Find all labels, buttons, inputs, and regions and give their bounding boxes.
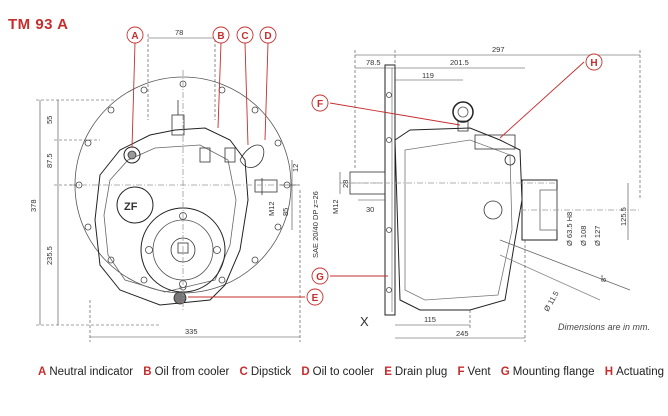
legend-label: Oil to cooler [312, 366, 374, 378]
dim-55: 55 [45, 116, 54, 124]
callout-a [126, 26, 144, 44]
callout-letter-d: D [264, 31, 271, 42]
dim-sae-spline: SAE 20/40 DP z=26 [311, 191, 320, 258]
units-note: Dimensions are in mm. [558, 322, 651, 332]
callout-letter-c: C [241, 31, 248, 42]
dim-30: 30 [366, 205, 374, 214]
callout-f [311, 94, 329, 112]
dim-85: 85 [281, 208, 290, 216]
legend-label: Neutral indicator [49, 366, 134, 378]
legend-label: Vent [467, 366, 491, 378]
svg-text:ZF: ZF [124, 201, 138, 213]
callout-d [259, 26, 277, 44]
front-view: ZF [70, 70, 300, 310]
dim-119: 119 [422, 71, 434, 80]
front-view-dimensions [36, 34, 301, 342]
legend-letter: F [457, 366, 465, 378]
dim-245: 245 [456, 329, 469, 338]
legend-letter: C [239, 366, 248, 378]
dim-108: Ø 108 [579, 226, 588, 246]
callout-g [311, 267, 329, 285]
side-view-dimension-labels: 297 78.5 201.5 119 M12 28 30 SAE 20/40 D… [311, 45, 628, 338]
callout-h [585, 53, 603, 71]
dim-m12-left: M12 [267, 201, 276, 216]
x-mark: X [360, 314, 369, 329]
callout-letter-b: B [217, 31, 224, 42]
legend-label: Oil from cooler [154, 366, 230, 378]
legend-label: Dipstick [250, 366, 292, 378]
front-view-dimension-labels: 78 55 87.5 378 235.5 12 85 M12 335 [29, 28, 300, 336]
legend-letter: G [500, 366, 510, 378]
dim-115: 115 [424, 315, 436, 324]
dim-78-5: 78.5 [366, 58, 381, 67]
legend-letter: A [38, 366, 47, 378]
side-view [340, 64, 640, 316]
callout-letter-h: H [590, 58, 597, 69]
dim-201-5: 201.5 [450, 58, 469, 67]
callout-b [212, 26, 230, 44]
dim-378: 378 [29, 199, 38, 212]
dim-8-deg: 8° [599, 275, 608, 282]
legend-label: Mounting flange [512, 366, 595, 378]
dim-297: 297 [492, 45, 505, 54]
dim-235-5: 235.5 [45, 246, 54, 265]
dim-127: Ø 127 [593, 226, 602, 246]
legend-label: Drain plug [394, 366, 448, 378]
callout-c [236, 26, 254, 44]
legend-letter: B [143, 366, 152, 378]
dim-78-top: 78 [175, 28, 183, 37]
dim-87-5: 87.5 [45, 153, 54, 168]
callout-letter-f: F [317, 99, 323, 110]
dim-63-5: Ø 63.5 H8 [565, 212, 574, 246]
legend-letter: D [301, 366, 310, 378]
side-view-dimensions [339, 50, 641, 342]
dim-12: 12 [291, 164, 300, 172]
callouts [126, 26, 603, 306]
callout-letter-g: G [316, 272, 324, 283]
dim-335: 335 [185, 327, 198, 336]
callout-letters: A B C D E F G H [131, 31, 597, 304]
callout-letter-e: E [312, 293, 319, 304]
dim-125-5: 125.5 [619, 207, 628, 226]
callout-e [306, 288, 324, 306]
dim-11-5: Ø 11.5 [542, 289, 561, 313]
legend-letter: E [384, 366, 392, 378]
legend-letter: H [604, 366, 614, 378]
callout-letter-a: A [131, 31, 138, 42]
dim-m12-right: M12 [331, 199, 340, 214]
drawing-title: TM 93 A [8, 16, 69, 33]
legend-label: Actuating lever [616, 366, 668, 378]
dim-28: 28 [341, 180, 350, 188]
